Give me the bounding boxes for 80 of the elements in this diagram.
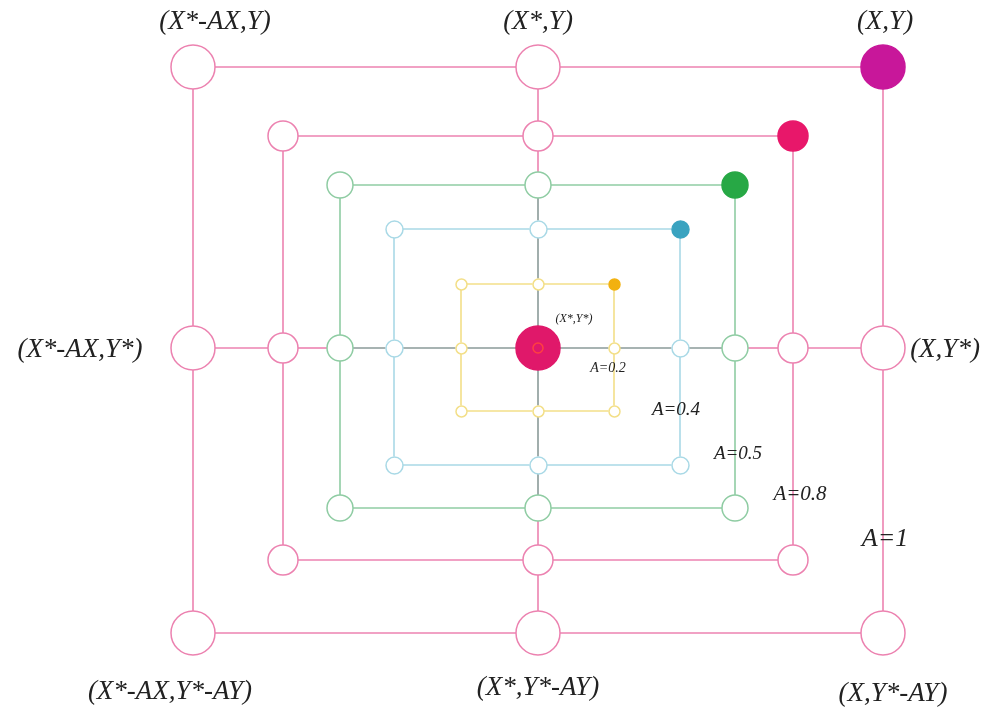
connector-line — [537, 415, 539, 458]
point-circle — [326, 334, 354, 362]
point-circle — [670, 338, 690, 358]
connector-line — [537, 236, 539, 280]
point-circle — [384, 455, 404, 475]
square-level-label: A=0.5 — [713, 442, 763, 462]
coordinate-label: (X,Y*) — [910, 334, 980, 362]
connector-line — [613, 288, 615, 344]
point-circle — [777, 544, 809, 576]
point-circle — [531, 277, 545, 291]
point-circle — [528, 219, 548, 239]
point-circle — [670, 455, 690, 475]
point-circle — [524, 171, 552, 199]
point-circle — [522, 544, 554, 576]
connector-line — [537, 288, 539, 327]
connector-line — [537, 520, 539, 546]
square-level-label: A=0.4 — [651, 398, 701, 418]
connector-line — [393, 236, 395, 341]
connector-line — [537, 197, 539, 222]
filled-point-circle — [607, 277, 621, 291]
square-level-label: A=0.8 — [773, 482, 827, 504]
coordinate-label: (X*-AX,Y*-AY) — [87, 676, 253, 704]
point-circle — [267, 332, 299, 364]
connector-line — [465, 283, 534, 285]
point-circle — [326, 171, 354, 199]
point-circle — [531, 404, 545, 418]
coordinate-label: (X,Y*-AY) — [838, 678, 948, 706]
point-circle — [454, 341, 468, 355]
point-circle — [524, 494, 552, 522]
coordinate-label: (X*,Y*) — [555, 312, 593, 324]
coordinate-label: (X*,Y) — [503, 6, 573, 34]
connector-line — [282, 150, 284, 334]
connector-line — [192, 88, 194, 327]
point-circle — [326, 494, 354, 522]
connector-line — [339, 197, 341, 336]
connector-line — [882, 88, 884, 327]
connector-line — [465, 410, 534, 412]
connector-line — [679, 355, 681, 458]
connector-line — [542, 410, 610, 412]
connector-line — [282, 362, 284, 546]
connector-line — [465, 347, 517, 349]
point-circle — [522, 120, 554, 152]
connector-line — [460, 352, 462, 407]
connector-line — [537, 369, 539, 407]
connector-line — [882, 369, 884, 612]
connector-line — [393, 355, 395, 458]
point-circle — [607, 404, 621, 418]
connector-line — [460, 288, 462, 344]
coordinate-label: (X*,Y*-AY) — [476, 672, 600, 700]
point-circle — [384, 338, 404, 358]
point-circle — [721, 494, 749, 522]
point-circle — [721, 334, 749, 362]
connector-line — [537, 472, 539, 496]
connector-line — [734, 197, 736, 336]
coordinate-label: (X*-AX,Y) — [159, 6, 271, 34]
coordinate-label: (X,Y) — [856, 6, 914, 34]
point-circle — [607, 341, 621, 355]
connector-line — [792, 150, 794, 334]
connector-line — [537, 574, 539, 612]
point-circle — [528, 455, 548, 475]
point-circle — [777, 332, 809, 364]
connector-line — [192, 369, 194, 612]
connector-line — [679, 236, 681, 341]
square-level-label: A=0.2 — [590, 361, 626, 375]
coordinate-label: (X*-AX,Y*) — [17, 334, 143, 362]
point-circle — [267, 544, 299, 576]
filled-point-circle — [670, 219, 690, 239]
connector-line — [537, 150, 539, 173]
filled-point-circle — [777, 120, 809, 152]
point-circle — [384, 219, 404, 239]
point-circle — [454, 277, 468, 291]
connector-line — [734, 360, 736, 496]
point-circle — [454, 404, 468, 418]
filled-point-circle — [721, 171, 749, 199]
square-level-label: A=1 — [861, 525, 909, 551]
connector-line — [542, 283, 610, 285]
point-circle — [267, 120, 299, 152]
connector-line — [792, 362, 794, 546]
connector-line — [537, 88, 539, 122]
connector-line — [339, 360, 341, 496]
